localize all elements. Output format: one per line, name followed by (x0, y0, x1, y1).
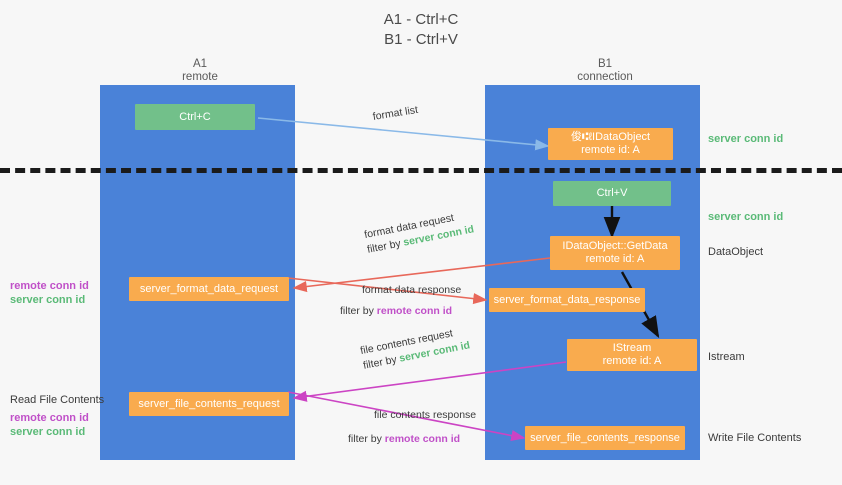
page-title: A1 - Ctrl+C B1 - Ctrl+V (383, 11, 459, 48)
node-idataobject-getdata[interactable]: IDataObject::GetData remote id: A (550, 236, 680, 270)
node-server-format-data-request-label: server_format_data_request (139, 282, 279, 295)
right-label-istream: Istream (708, 351, 745, 363)
filter-prefix: filter by (348, 433, 385, 445)
node-server-file-contents-request[interactable]: server_file_contents_request (129, 392, 289, 416)
column-header-b1-sub: connection (577, 71, 633, 83)
arrow-label-file-contents-response-text: file contents response (374, 409, 477, 421)
arrow-label-format-data-response-filter: filter by remote conn id (340, 304, 461, 319)
node-ctrl-v-label: Ctrl+V (596, 187, 628, 199)
right-label-server-conn-id-2: server conn id (708, 211, 784, 223)
node-server-file-contents-request-label: server_file_contents_request (138, 397, 280, 410)
left-label-read-file-contents: Read File Contents (10, 394, 105, 406)
node-idataobject-getdata-line1: IDataObject::GetData (562, 240, 668, 252)
node-server-file-contents-response[interactable]: server_file_contents_response (525, 426, 685, 450)
left-label-server-conn-id-1: server conn id (10, 294, 86, 306)
right-label-dataobject: DataObject (708, 246, 764, 258)
left-label-server-conn-id-2: server conn id (10, 426, 86, 438)
node-idataobject-remote-line1: 俊⑆ℓIDataObject (570, 131, 651, 143)
arrow-label-file-contents-request: file contents request filter by server c… (359, 324, 471, 374)
right-label-write-file-contents: Write File Contents (708, 432, 802, 444)
left-label-remote-conn-id-1: remote conn id (10, 280, 89, 292)
left-label-remote-conn-id-2: remote conn id (10, 412, 89, 424)
column-header-a1-sub: remote (182, 71, 218, 83)
arrow-label-format-data-request: format data request filter by server con… (363, 208, 475, 258)
node-server-file-contents-response-label: server_file_contents_response (530, 431, 680, 444)
node-ctrl-c-label: Ctrl+C (179, 110, 211, 123)
column-header-a1-name: A1 (192, 58, 208, 70)
node-idataobject-remote[interactable]: 俊⑆ℓIDataObject remote id: A (548, 128, 673, 160)
phase-separator (0, 168, 842, 173)
node-server-format-data-request[interactable]: server_format_data_request (129, 277, 289, 301)
column-header-b1-name: B1 (597, 58, 613, 70)
arrow-label-format-list: format list (371, 103, 419, 123)
arrow-label-format-data-response-text: format data response (362, 284, 462, 296)
filter-value-remote-conn-id: remote conn id (376, 305, 453, 317)
column-header-a1: A1 remote (130, 58, 270, 84)
filter-value-remote-conn-id: remote conn id (384, 433, 461, 445)
node-server-format-data-response-label: server_format_data_response (493, 293, 641, 306)
arrow-label-format-data-response: format data response filter by remote co… (340, 283, 462, 319)
filter-prefix: filter by (340, 305, 377, 317)
node-istream[interactable]: IStream remote id: A (567, 339, 697, 371)
node-ctrl-c[interactable]: Ctrl+C (135, 104, 255, 130)
node-server-format-data-response[interactable]: server_format_data_response (489, 288, 645, 312)
arrow-label-file-contents-response: file contents response filter by remote … (348, 408, 477, 447)
node-idataobject-remote-line2: remote id: A (581, 144, 640, 156)
node-idataobject-getdata-line2: remote id: A (585, 253, 645, 265)
column-header-b1: B1 connection (530, 58, 680, 84)
arrow-label-file-contents-response-filter: filter by remote conn id (348, 432, 476, 447)
node-ctrl-v[interactable]: Ctrl+V (553, 181, 671, 206)
right-label-server-conn-id-1: server conn id (708, 133, 784, 145)
node-istream-line1: IStream (612, 342, 652, 354)
node-istream-line2: remote id: A (602, 355, 662, 367)
